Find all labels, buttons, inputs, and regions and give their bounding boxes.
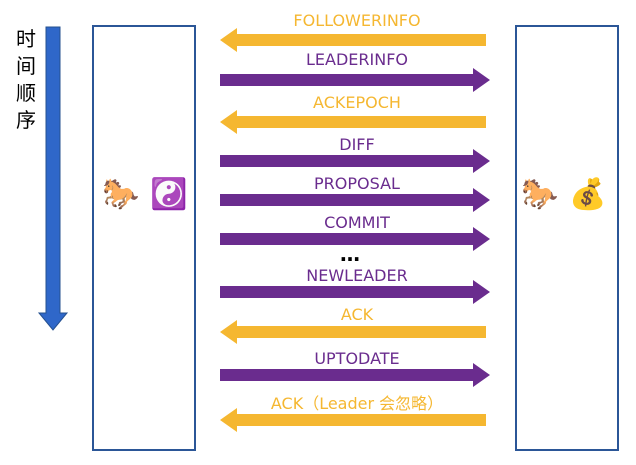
time-label-char: 序 xyxy=(16,108,36,132)
time-label-char: 间 xyxy=(16,54,36,78)
message-label-leaderinfo: LEADERINFO xyxy=(306,50,408,69)
message-arrow-left xyxy=(220,28,486,52)
message-arrow-left xyxy=(220,408,486,432)
message-arrow-right xyxy=(220,188,490,212)
message-label-ack: ACK xyxy=(340,305,374,324)
message-arrow-right xyxy=(220,149,490,173)
message-arrow-left xyxy=(220,110,486,134)
message-label-newleader: NEWLEADER xyxy=(306,266,408,285)
message-arrow-right xyxy=(220,227,490,251)
horse-icon: 🐎 xyxy=(521,177,559,212)
message-label-ackepoch: ACKEPOCH xyxy=(313,93,401,112)
message-label-diff: DIFF xyxy=(339,135,375,154)
horse-icon: 🐎 xyxy=(102,177,140,212)
message-label-followerinfo: FOLLOWERINFO xyxy=(293,11,421,30)
leader-box: 🐎 ☯️ xyxy=(92,25,196,451)
time-label-char: 时 xyxy=(16,27,36,51)
message-arrow-right xyxy=(220,68,490,92)
message-label-ack-ignored: ACK（Leader 会忽略） xyxy=(270,394,444,413)
message-label-proposal: PROPOSAL xyxy=(314,174,400,193)
ellipsis: … xyxy=(340,242,360,266)
message-arrow-left xyxy=(220,320,486,344)
message-arrow-right xyxy=(220,363,490,387)
time-order-label: 时 间 顺 序 xyxy=(12,26,40,134)
money-bag-icon: 💰 xyxy=(569,177,607,212)
follower-box: 🐎 💰 xyxy=(515,25,619,451)
message-label-commit: COMMIT xyxy=(324,213,390,232)
message-arrow-right xyxy=(220,280,490,304)
time-label-char: 顺 xyxy=(16,81,36,105)
yin-yang-icon: ☯️ xyxy=(150,177,188,212)
message-label-uptodate: UPTODATE xyxy=(314,349,400,368)
time-arrow-shape xyxy=(37,26,69,331)
